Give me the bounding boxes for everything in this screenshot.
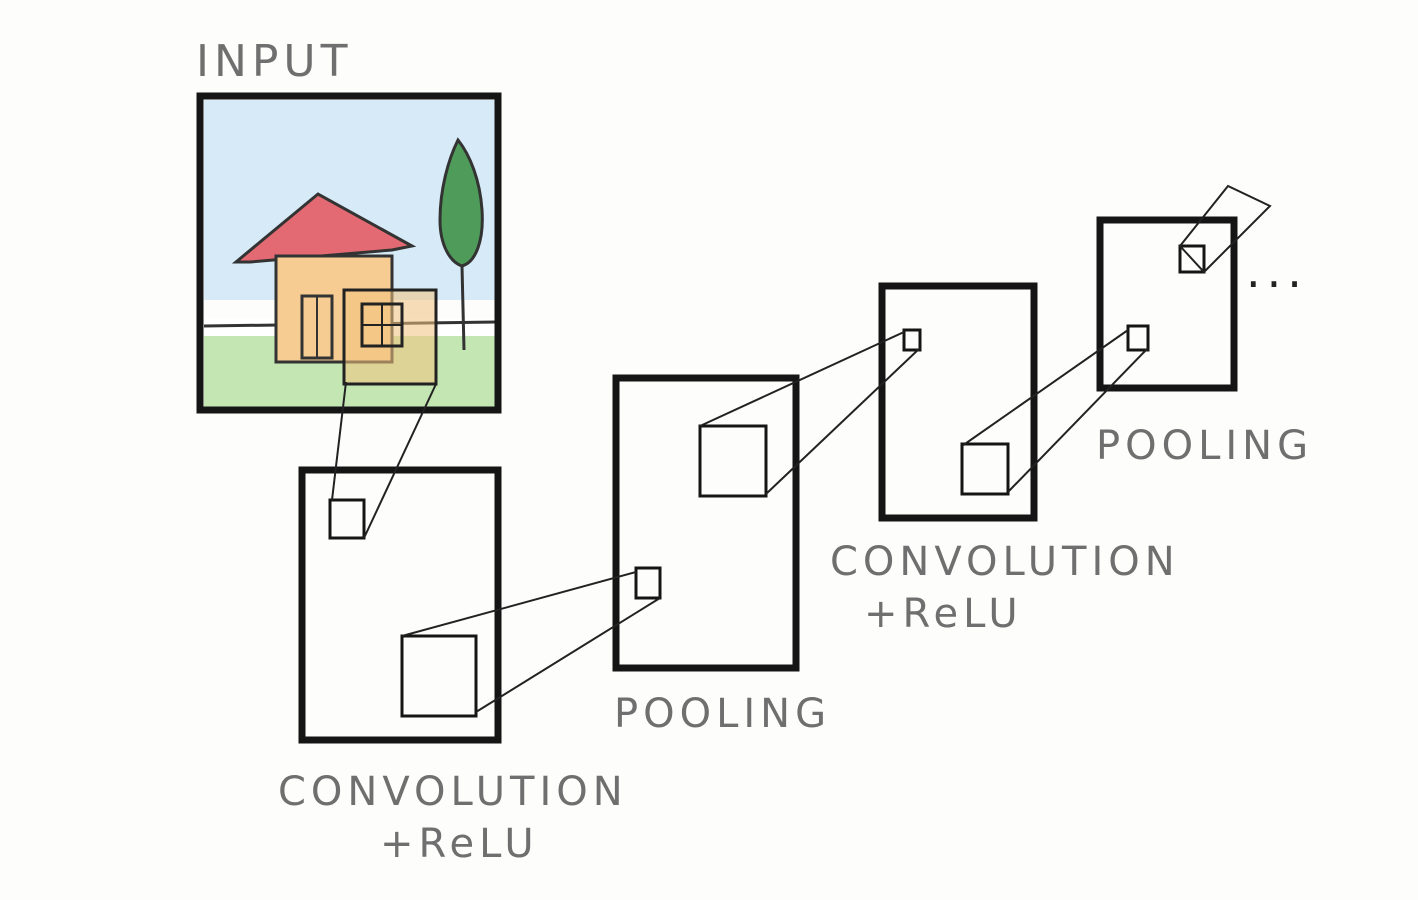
conv1-small-square	[330, 500, 364, 538]
connector	[766, 348, 920, 494]
connector	[1008, 348, 1148, 492]
conv2-label: CONVOLUTION	[830, 542, 1180, 582]
pool2-block	[1100, 186, 1270, 388]
connector	[402, 572, 636, 636]
input-label: INPUT	[196, 40, 353, 84]
conv1-label: CONVOLUTION	[278, 772, 628, 812]
conv1-block	[302, 470, 498, 740]
pool1-label: POOLING	[614, 694, 831, 734]
input-image	[200, 96, 498, 410]
conv2-small-square	[904, 330, 920, 350]
pool1-block	[616, 378, 796, 668]
conv2-block	[882, 286, 1034, 518]
pool1-frame	[616, 378, 796, 668]
conv2-big-square	[962, 444, 1008, 494]
pool1-big-square	[700, 426, 766, 496]
pool2-frame	[1100, 220, 1234, 388]
conv1-big-square	[402, 636, 476, 716]
pool2-label: POOLING	[1096, 426, 1313, 466]
pool1-small-square	[636, 568, 660, 598]
conv2-frame	[882, 286, 1034, 518]
ellipsis: ...	[1246, 248, 1308, 294]
tree-trunk	[462, 266, 464, 350]
conv2-sub-label: +ReLU	[864, 594, 1023, 634]
conv1-sub-label: +ReLU	[380, 824, 539, 864]
pool2-small-square	[1128, 326, 1148, 350]
